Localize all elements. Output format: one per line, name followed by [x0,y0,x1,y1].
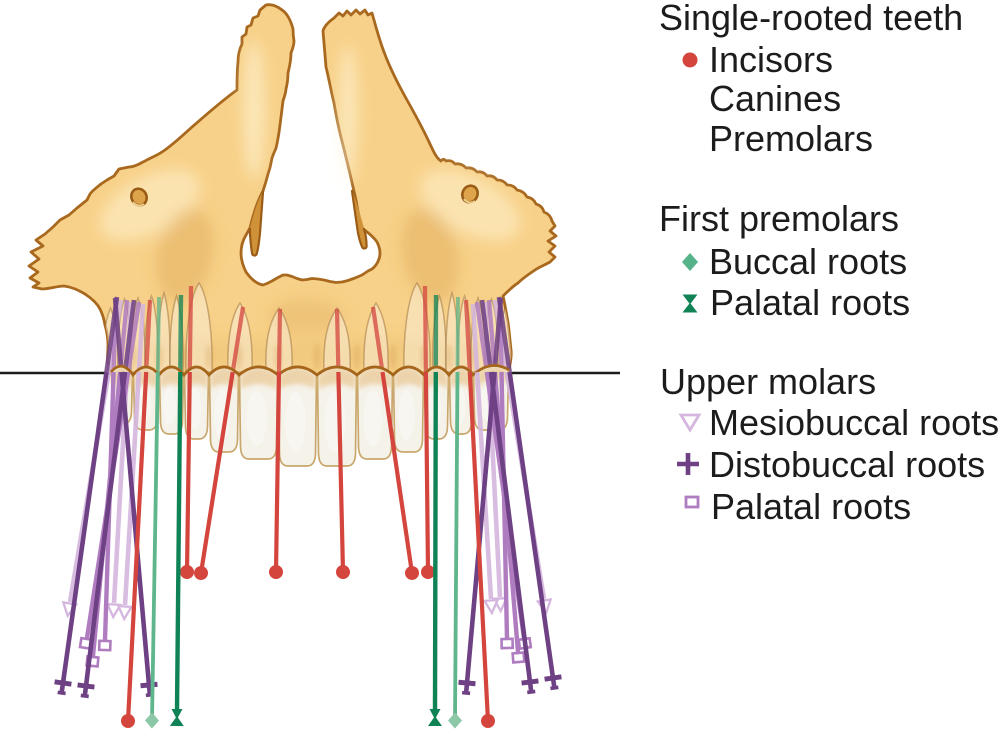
svg-text:First premolars: First premolars [659,198,899,239]
svg-text:Upper molars: Upper molars [660,361,876,402]
svg-text:Premolars: Premolars [709,118,873,159]
svg-text:Canines: Canines [709,78,841,119]
svg-text:Mesiobuccal roots: Mesiobuccal roots [709,402,999,443]
svg-text:Incisors: Incisors [709,39,833,80]
svg-text:Single-rooted teeth: Single-rooted teeth [659,0,963,38]
svg-text:Distobuccal roots: Distobuccal roots [709,444,985,485]
svg-text:Buccal roots: Buccal roots [709,241,907,282]
svg-text:Palatal roots: Palatal roots [710,282,910,323]
svg-text:Palatal roots: Palatal roots [711,486,911,527]
